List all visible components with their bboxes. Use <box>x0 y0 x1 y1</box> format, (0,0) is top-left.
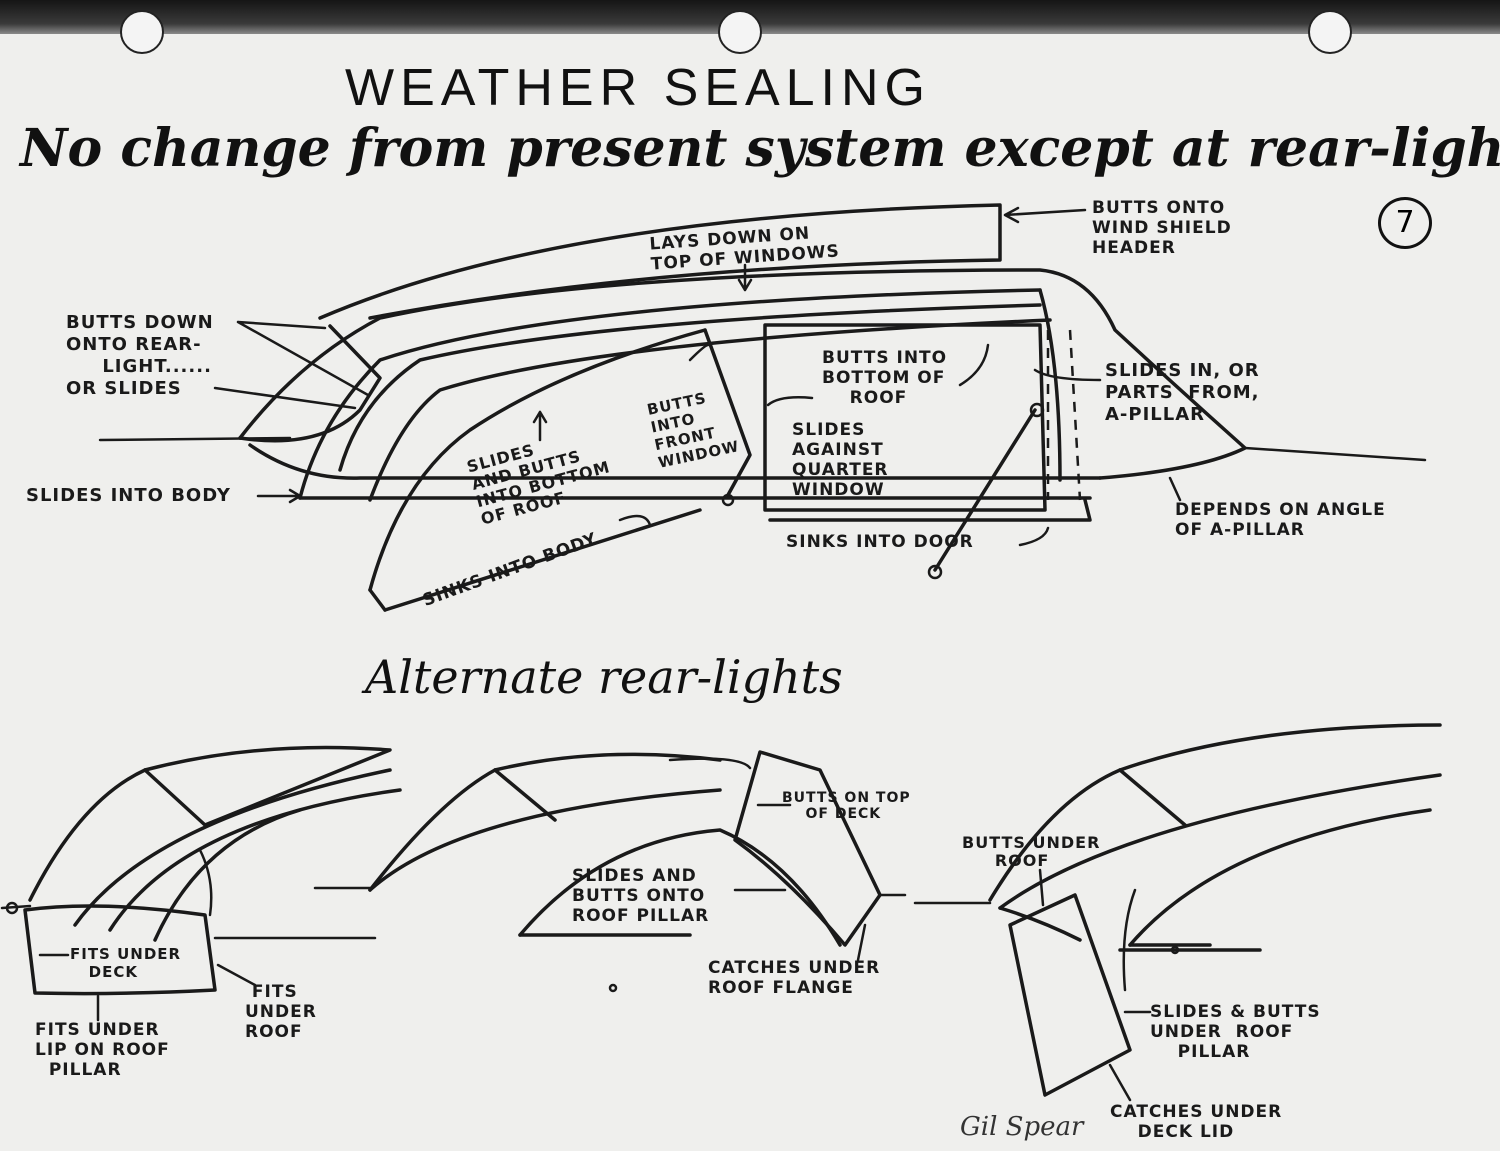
label-slides-quarter: SLIDES AGAINST QUARTER WINDOW <box>792 420 889 500</box>
label-catches-deck-lid: CATCHES UNDER DECK LID <box>1110 1102 1283 1142</box>
label-slides-butts-pillar: SLIDES AND BUTTS ONTO ROOF PILLAR <box>572 866 710 926</box>
label-butts-windshield: BUTTS ONTO WIND SHIELD HEADER <box>1092 198 1232 258</box>
rear-light-variant-3 <box>913 723 1442 1102</box>
label-sinks-door: SINKS INTO DOOR <box>786 532 974 552</box>
label-butts-bottom-roof: BUTTS INTO BOTTOM OF ROOF <box>822 348 948 408</box>
label-depends-a-pillar: DEPENDS ON ANGLE OF A-PILLAR <box>1175 500 1386 540</box>
label-fits-under-roof: FITS UNDER ROOF <box>245 982 317 1042</box>
label-butts-down-rear: BUTTS DOWN ONTO REAR- LIGHT...... OR SLI… <box>66 312 214 399</box>
punch-hole <box>718 10 762 54</box>
rear-light-variant-2 <box>313 750 907 993</box>
punch-hole <box>120 10 164 54</box>
label-slides-butts-under: SLIDES & BUTTS UNDER ROOF PILLAR <box>1150 1002 1321 1062</box>
page-number: 7 <box>1378 197 1432 249</box>
punch-hole <box>1308 10 1352 54</box>
top-car-diagram <box>98 203 1427 612</box>
label-catches-roof-flange: CATCHES UNDER ROOF FLANGE <box>708 958 881 998</box>
label-slides-body: SLIDES INTO BODY <box>26 485 231 506</box>
label-fits-under-deck: FITS UNDER DECK <box>70 945 182 981</box>
alternate-section-title: Alternate rear-lights <box>365 650 843 704</box>
rear-light-variant-1 <box>0 745 402 1022</box>
label-fits-under-lip: FITS UNDER LIP ON ROOF PILLAR <box>35 1020 170 1080</box>
page-title: WEATHER SEALING <box>345 59 932 117</box>
label-slides-a-pillar: SLIDES IN, OR PARTS FROM, A-PILLAR <box>1105 360 1260 425</box>
artist-signature: Gil Spear <box>960 1112 1084 1142</box>
label-butts-under-roof: BUTTS UNDER ROOF <box>962 833 1101 870</box>
page-subtitle: No change from present system except at … <box>20 118 1500 179</box>
label-butts-top-deck: BUTTS ON TOP OF DECK <box>782 790 911 822</box>
